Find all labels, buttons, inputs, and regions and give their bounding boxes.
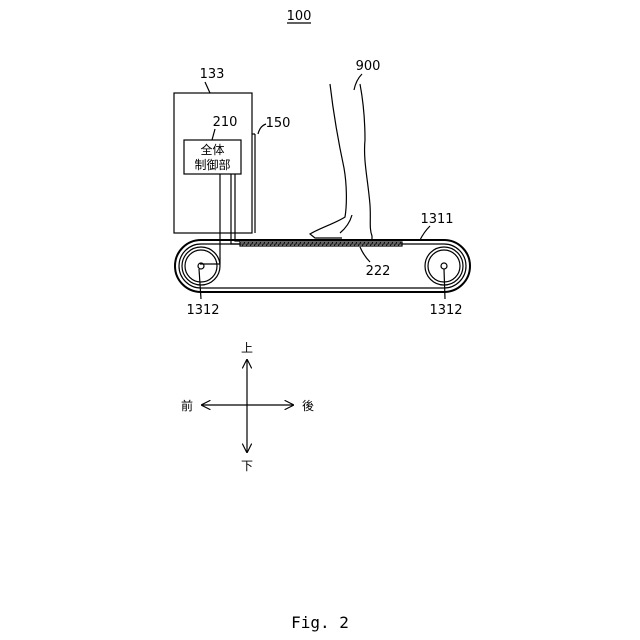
housing-leader [205, 82, 210, 93]
user-leg-inner [340, 215, 352, 233]
figure-id-label: 100 [287, 9, 312, 24]
sensor-label: 222 [366, 264, 391, 279]
controller-text-line2: 制御部 [194, 157, 230, 172]
conveyor-belt-outer [175, 240, 470, 292]
panel-label: 150 [266, 116, 291, 131]
controller-text-line1: 全体 [200, 142, 224, 157]
roller-left-leader [199, 269, 201, 299]
direction-back-label: 後 [302, 399, 314, 413]
roller-right-leader [444, 269, 445, 299]
roller-right-axle [441, 263, 447, 269]
roller-right-label: 1312 [429, 303, 462, 318]
belt-label: 1311 [420, 212, 453, 227]
controller-leader [212, 129, 215, 140]
belt-leader [420, 226, 430, 240]
conveyor-belt-inner [179, 244, 466, 288]
direction-up-label: 上 [241, 341, 253, 355]
user-leg-front [315, 84, 372, 240]
direction-front-label: 前 [181, 398, 193, 413]
sensor-leader [360, 247, 370, 262]
user-label: 900 [356, 59, 381, 74]
housing-label: 133 [200, 67, 225, 82]
figure-caption: Fig. 2 [291, 613, 349, 632]
controller-label: 210 [213, 115, 238, 130]
roller-left-label: 1312 [186, 303, 219, 318]
roller-left-outer [182, 247, 220, 285]
roller-left-inner [185, 250, 217, 282]
wire-to-sensor-inner [235, 174, 240, 241]
direction-down-label: 下 [241, 459, 253, 473]
user-leg-back [310, 84, 346, 238]
